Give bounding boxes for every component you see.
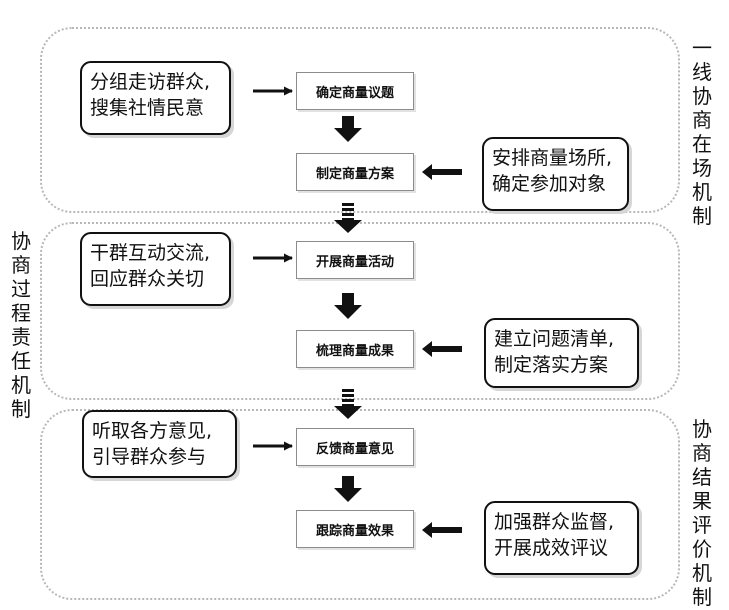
arrow-step1-to-step2 [334, 116, 362, 142]
note-line: 加强群众监督, [494, 511, 615, 533]
zone-result [40, 409, 680, 600]
note-line: 制定落实方案 [494, 354, 609, 376]
step-track-effect: 跟踪商量效果 [296, 510, 414, 548]
note-line: 引导群众参与 [92, 446, 207, 468]
note-interaction: 干群互动交流, 回应群众关切 [80, 232, 231, 306]
note-line: 开展成效评议 [494, 537, 609, 559]
note-listen-opinions: 听取各方意见, 引导群众参与 [82, 410, 237, 478]
note-line: 建立问题清单, [494, 328, 615, 350]
zone-process [40, 222, 680, 400]
note-line: 听取各方意见, [92, 420, 213, 442]
arrow-note4-to-step4 [422, 341, 462, 357]
note-problem-list: 建立问题清单, 制定落实方案 [484, 318, 639, 388]
arrow-note6-to-step6 [422, 522, 462, 538]
arrow-note2-to-step2 [422, 164, 462, 180]
note-line: 确定参加对象 [492, 173, 607, 195]
step-draft-plan: 制定商量方案 [296, 153, 414, 191]
zone-label-frontline: 一线协商在场机制 [692, 36, 712, 228]
arrow-step5-to-step6 [334, 476, 362, 502]
note-line: 安排商量场所, [492, 147, 613, 169]
step-determine-topic: 确定商量议题 [296, 72, 414, 110]
note-line: 搜集社情民意 [90, 97, 205, 119]
zone-label-result: 协商结果评价机制 [692, 417, 712, 609]
arrow-zone2-to-zone3 [334, 389, 362, 419]
note-line: 回应群众关切 [90, 268, 205, 290]
step-sort-results: 梳理商量成果 [296, 330, 414, 368]
step-feedback-opinions: 反馈商量意见 [296, 428, 414, 466]
note-line: 干群互动交流, [90, 242, 211, 264]
arrow-zone1-to-zone2 [334, 203, 362, 233]
note-arrange-venue: 安排商量场所, 确定参加对象 [482, 137, 629, 211]
note-supervision: 加强群众监督, 开展成效评议 [484, 501, 639, 575]
step-hold-activity: 开展商量活动 [296, 241, 414, 279]
note-visit-masses: 分组走访群众, 搜集社情民意 [80, 61, 231, 135]
arrow-step3-to-step4 [334, 293, 362, 319]
zone-label-process: 协商过程责任机制 [11, 229, 31, 421]
zone-frontline [40, 27, 680, 213]
note-line: 分组走访群众, [90, 71, 211, 93]
